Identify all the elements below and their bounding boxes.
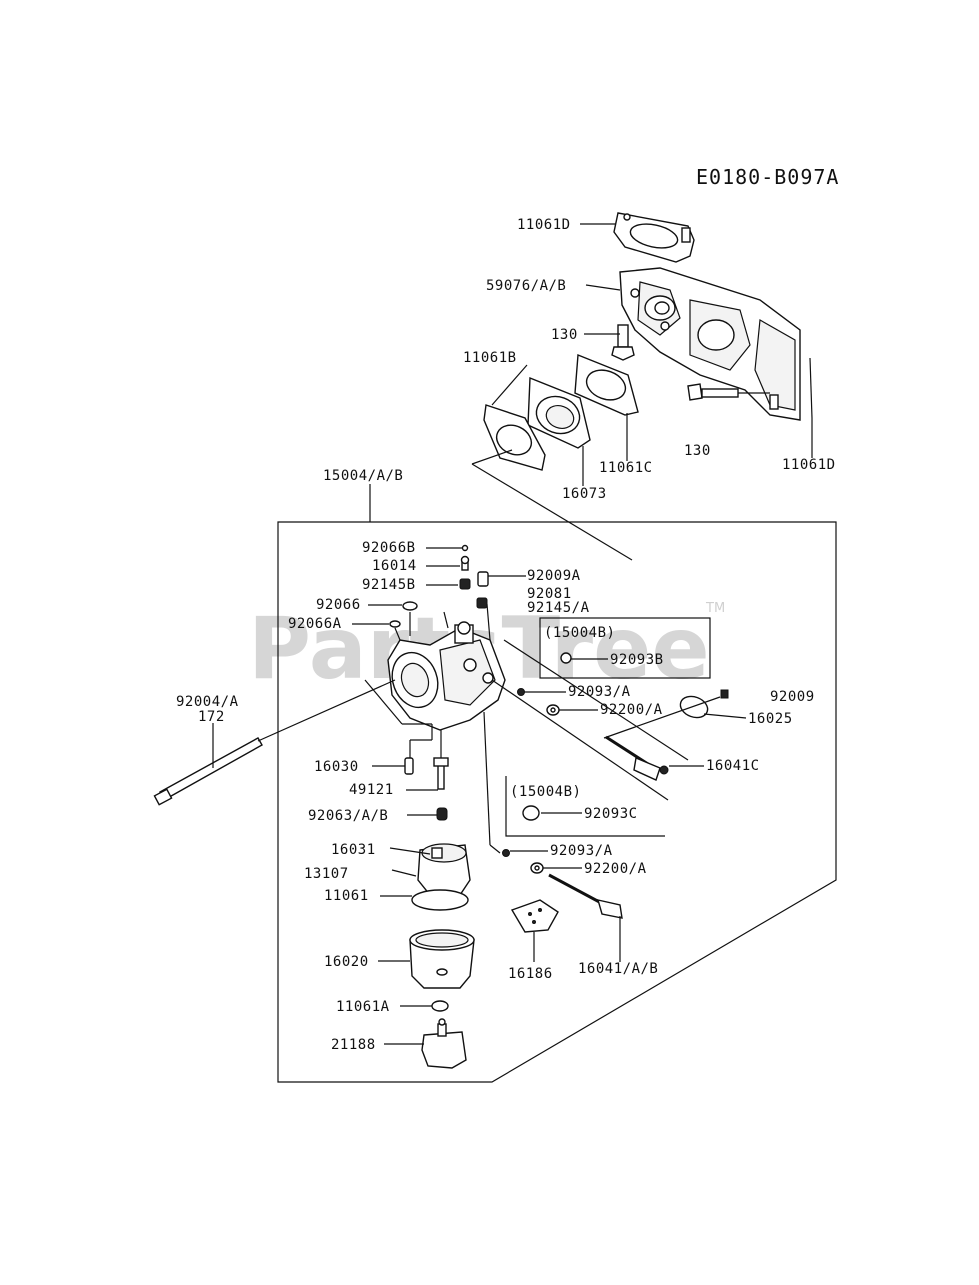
bolt-130-horizontal (687, 383, 739, 401)
shaft-16041AB (548, 873, 623, 919)
label-92200A-1: 92200/A (600, 702, 663, 718)
part-16030 (404, 757, 414, 775)
label-92145A: 92145/A (527, 600, 590, 616)
insulator-16073 (527, 376, 591, 449)
label-92200A-2: 92200/A (584, 861, 647, 877)
part-49121 (433, 757, 449, 790)
label-11061B: 11061B (463, 350, 517, 366)
part-92009A (477, 571, 489, 587)
label-16041C: 16041C (706, 758, 760, 774)
assembly-boundary (277, 484, 837, 1083)
solenoid-21188 (421, 1018, 467, 1069)
diagram-code: E0180-B097A (696, 165, 839, 189)
label-49121: 49121 (349, 782, 394, 798)
label-92145B: 92145B (362, 577, 416, 593)
label-92004: 92004/A (176, 694, 239, 710)
label-92093A-2: 92093/A (550, 843, 613, 859)
pin-13107 (391, 869, 417, 877)
label-92009A: 92009A (527, 568, 581, 584)
gasket-11061A (431, 1000, 449, 1012)
leader-lines-carb (212, 547, 747, 1045)
trademark: TM (705, 601, 725, 616)
part-92066B (461, 544, 469, 552)
gasket-11061B (483, 404, 546, 471)
screw-92004 (153, 737, 263, 806)
part-92145A (476, 597, 488, 609)
label-16020: 16020 (324, 954, 369, 970)
part-92145B (459, 578, 471, 590)
label-130-right: 130 (684, 443, 711, 459)
label-11061A: 11061A (336, 999, 390, 1015)
label-59076: 59076/A/B (486, 278, 566, 294)
part-92200A-2 (530, 862, 544, 874)
label-16073: 16073 (562, 486, 607, 502)
part-16014 (460, 555, 470, 571)
label-box2-title: (15004B) (510, 784, 581, 800)
label-box1-title: (15004B) (544, 625, 615, 641)
gasket-11061 (411, 889, 469, 911)
label-16025: 16025 (748, 711, 793, 727)
label-92066: 92066 (316, 597, 361, 613)
label-11061C: 11061C (599, 460, 653, 476)
float-bowl-16020 (409, 929, 475, 989)
label-172: 172 (198, 709, 225, 725)
part-92063 (436, 807, 448, 821)
label-130-top: 130 (551, 327, 578, 343)
part-92093A-1 (517, 688, 525, 696)
label-13107: 13107 (304, 866, 349, 882)
bolt-130-top (611, 324, 635, 361)
gasket-11061D-top (613, 212, 695, 263)
carburetor-body-15004 (387, 621, 506, 731)
label-21188: 21188 (331, 1037, 376, 1053)
shaft-16041C (605, 735, 669, 781)
part-92093B (560, 652, 572, 664)
plate-16186 (510, 899, 559, 933)
label-92063: 92063/A/B (308, 808, 388, 824)
label-11061: 11061 (324, 888, 369, 904)
part-16025-plate (679, 695, 709, 719)
part-92009 (720, 689, 729, 699)
float-16031 (417, 843, 471, 896)
variant-box-15004B-1 (539, 617, 711, 679)
leader-lines-upper (471, 223, 813, 561)
label-92009: 92009 (770, 689, 815, 705)
label-92066B: 92066B (362, 540, 416, 556)
gasket-11061D-right (809, 357, 813, 419)
label-16041AB: 16041/A/B (578, 961, 658, 977)
part-92093C (522, 805, 540, 821)
label-16030: 16030 (314, 759, 359, 775)
variant-box-15004B-2 (505, 776, 665, 837)
label-92066A: 92066A (288, 616, 342, 632)
label-92093A-1: 92093/A (568, 684, 631, 700)
manifold-59076 (619, 267, 801, 421)
part-92093A-2 (502, 849, 510, 857)
part-92066A (389, 620, 401, 628)
label-92093B: 92093B (610, 652, 664, 668)
label-16014: 16014 (372, 558, 417, 574)
gasket-11061C (574, 353, 639, 416)
part-92200A-1 (546, 704, 560, 716)
label-16186: 16186 (508, 966, 553, 982)
part-92066 (402, 601, 418, 611)
label-16031: 16031 (331, 842, 376, 858)
label-11061D-top: 11061D (517, 217, 571, 233)
label-11061D-right: 11061D (782, 457, 836, 473)
label-92093C: 92093C (584, 806, 638, 822)
label-92081: 92081 (527, 586, 572, 602)
label-15004: 15004/A/B (323, 468, 403, 484)
